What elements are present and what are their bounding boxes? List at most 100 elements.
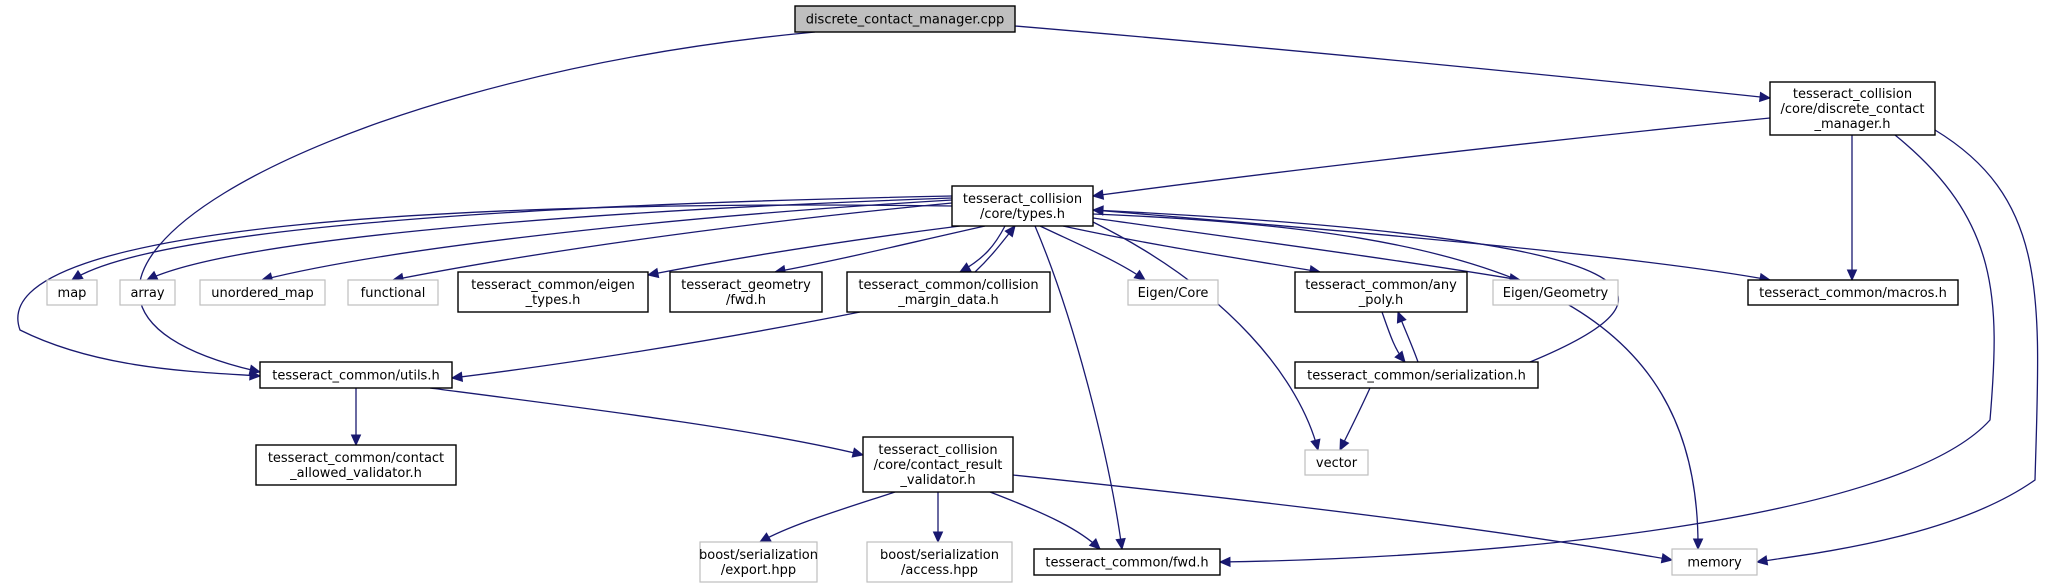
node-eigen-core: Eigen/Core — [1127, 279, 1219, 306]
node-box — [1294, 271, 1468, 313]
edge-crv_h-to-common_fwd_h — [989, 491, 1101, 550]
node-export-hpp: boost/serialization/export.hpp — [699, 541, 818, 583]
node-root[interactable]: discrete_contact_manager.cpp — [794, 5, 1016, 33]
edge-types_h-to-macros_h — [1092, 209, 1771, 281]
node-crv-h[interactable]: tesseract_collision/core/contact_result_… — [862, 436, 1014, 493]
arrowhead-icon — [70, 269, 84, 281]
node-unordered-map: unordered_map — [199, 279, 326, 306]
edge-cmd_h-to-utils_h — [451, 311, 861, 379]
node-label: Eigen/Geometry — [1503, 286, 1609, 301]
node-box — [669, 271, 823, 313]
node-box — [255, 444, 457, 486]
arrowhead-icon — [249, 370, 262, 381]
node-dcm-h[interactable]: tesseract_collision/core/discrete_contac… — [1769, 81, 1936, 136]
edge-types_h-to-eigen_types_h — [647, 225, 961, 276]
node-label: tesseract_common/serialization.h — [1307, 369, 1526, 384]
edge-serialization_h-to-types_h — [1092, 209, 1620, 363]
node-vector: vector — [1304, 449, 1369, 476]
node-label: vector — [1316, 456, 1358, 471]
node-label: functional — [361, 286, 426, 301]
node-box — [794, 5, 1016, 33]
node-cav-h[interactable]: tesseract_common/contact_allowed_validat… — [255, 444, 457, 486]
node-any-poly-h[interactable]: tesseract_common/any_poly.h — [1294, 271, 1468, 313]
node-label: _allowed_validator.h — [289, 466, 422, 481]
node-label: /core/contact_result — [874, 458, 1003, 473]
node-label: tesseract_common/any — [1305, 278, 1457, 293]
node-label: array — [130, 286, 164, 301]
arrowhead-icon — [646, 267, 660, 279]
node-eigen-geometry: Eigen/Geometry — [1492, 279, 1619, 306]
node-label: boost/serialization — [880, 548, 999, 563]
edges-layer — [17, 25, 2039, 568]
edge-root-to-utils_h — [138, 31, 816, 373]
node-map: map — [46, 279, 98, 306]
node-label: tesseract_collision — [1793, 87, 1912, 102]
node-label: _manager.h — [1813, 117, 1890, 132]
node-functional: functional — [347, 279, 439, 306]
node-label: _validator.h — [899, 473, 975, 488]
arrowhead-icon — [1218, 556, 1231, 568]
node-label: boost/serialization — [699, 548, 818, 563]
arrowhead-icon — [1759, 91, 1772, 103]
node-box — [1033, 548, 1221, 576]
node-label: Eigen/Core — [1138, 286, 1209, 301]
node-label: unordered_map — [211, 286, 314, 301]
edge-types_h-to-eigen_core — [1039, 225, 1146, 281]
arrowhead-icon — [145, 270, 159, 281]
node-label: map — [58, 286, 87, 301]
node-types-h[interactable]: tesseract_collision/core/types.h — [951, 185, 1094, 227]
node-box — [457, 271, 649, 313]
arrowhead-icon — [851, 447, 865, 458]
arrowhead-icon — [1133, 269, 1146, 281]
arrowhead-icon — [1846, 269, 1858, 282]
node-label: /access.hpp — [901, 563, 978, 578]
node-eigen-types-h[interactable]: tesseract_common/eigen_types.h — [457, 271, 649, 313]
node-array: array — [119, 279, 176, 306]
nodes-layer: discrete_contact_manager.cpp tesseract_co… — [46, 5, 1959, 583]
node-box — [862, 436, 1014, 493]
arrowhead-icon — [932, 531, 944, 544]
node-box — [46, 279, 98, 306]
node-label: tesseract_collision — [878, 443, 997, 458]
arrowhead-icon — [1091, 189, 1105, 200]
node-label: tesseract_common/contact — [268, 451, 444, 466]
node-cmd-h[interactable]: tesseract_common/collision_margin_data.h — [846, 271, 1051, 313]
arrowhead-icon — [1692, 538, 1704, 551]
arrowhead-icon — [1115, 537, 1126, 551]
arrowhead-icon — [1660, 553, 1674, 564]
node-utils-h[interactable]: tesseract_common/utils.h — [259, 361, 453, 389]
node-geom-fwd-h[interactable]: tesseract_geometry/fwd.h — [669, 271, 823, 313]
arrowhead-icon — [1396, 310, 1407, 324]
node-label: tesseract_collision — [963, 192, 1082, 207]
node-box — [1294, 361, 1539, 389]
edge-types_h-to-map — [71, 195, 953, 281]
node-label: tesseract_geometry — [681, 278, 811, 293]
node-serialization-h[interactable]: tesseract_common/serialization.h — [1294, 361, 1539, 389]
arrowhead-icon — [1755, 555, 1769, 566]
node-box — [866, 541, 1013, 583]
node-label: /export.hpp — [721, 563, 796, 578]
node-box — [1127, 279, 1219, 306]
node-box — [1304, 449, 1369, 476]
edge-dcm_h-to-types_h — [1092, 117, 1771, 197]
arrowhead-icon — [1310, 438, 1321, 452]
node-label: /fwd.h — [726, 293, 766, 308]
node-box — [846, 271, 1051, 313]
edge-dcm_h-to-common_fwd_h — [1219, 134, 1995, 563]
node-label: discrete_contact_manager.cpp — [806, 13, 1005, 28]
node-box — [951, 185, 1094, 227]
node-label: tesseract_common/fwd.h — [1045, 556, 1208, 571]
node-label: _poly.h — [1358, 293, 1404, 308]
node-common-fwd-h[interactable]: tesseract_common/fwd.h — [1033, 548, 1221, 576]
node-label: /core/types.h — [980, 207, 1065, 222]
edge-crv_h-to-export_hpp — [759, 491, 896, 543]
node-label: tesseract_common/macros.h — [1759, 286, 1947, 301]
node-box — [1492, 279, 1619, 306]
node-box — [199, 279, 326, 306]
edge-crv_h-to-memory — [1012, 474, 1673, 561]
node-memory: memory — [1671, 548, 1758, 576]
node-box — [1769, 81, 1936, 136]
node-label: tesseract_common/collision — [858, 278, 1038, 293]
node-macros-h[interactable]: tesseract_common/macros.h — [1747, 279, 1959, 306]
